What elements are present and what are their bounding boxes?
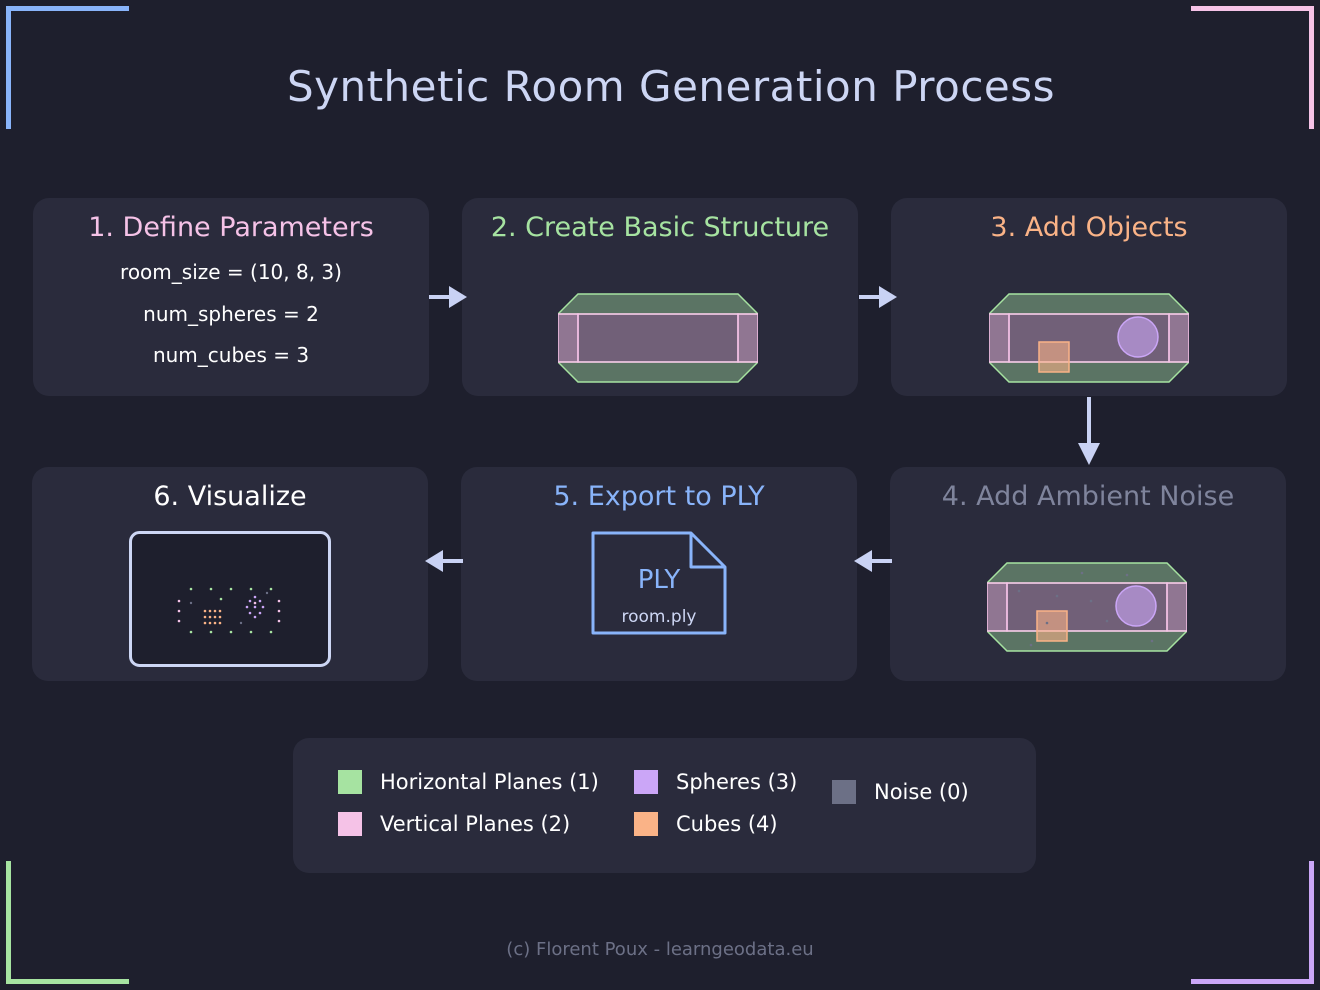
file-type-label: PLY: [637, 565, 681, 595]
legend-swatch: [832, 780, 856, 804]
corner-accent-top-right: [1191, 6, 1314, 129]
legend-swatch: [634, 770, 658, 794]
step-add-objects-title: 3. Add Objects: [990, 212, 1188, 243]
legend-item-noise: Noise (0): [832, 780, 969, 804]
step-create-structure-card: 2. Create Basic Structure: [462, 198, 858, 396]
step-visualize-title: 6. Visualize: [153, 481, 307, 512]
step-define-parameters-card: 1. Define Parameters room_size = (10, 8,…: [33, 198, 429, 396]
legend: Horizontal Planes (1) Vertical Planes (2…: [293, 738, 1036, 873]
legend-swatch: [338, 812, 362, 836]
step-create-structure-title: 2. Create Basic Structure: [490, 212, 830, 243]
legend-label: Vertical Planes (2): [380, 812, 571, 836]
legend-swatch: [634, 812, 658, 836]
credit-footer: (c) Florent Poux - learngeodata.eu: [506, 939, 814, 960]
corner-accent-bottom-right: [1191, 861, 1314, 984]
point-cloud-viewer-icon: [129, 531, 331, 667]
room-with-objects-icon: [989, 293, 1189, 383]
step-export-ply-card: 5. Export to PLY PLY room.ply: [461, 467, 857, 681]
file-name-label: room.ply: [621, 607, 697, 627]
step-add-noise-title: 4. Add Ambient Noise: [941, 481, 1235, 512]
arrow-down: [1078, 397, 1100, 465]
param-room-size: room_size = (10, 8, 3): [120, 260, 342, 284]
param-num-cubes: num_cubes = 3: [152, 343, 310, 367]
step-export-ply-title: 5. Export to PLY: [553, 481, 765, 512]
legend-label: Horizontal Planes (1): [380, 770, 599, 794]
room-box-icon: [558, 293, 758, 383]
legend-item-spheres: Spheres (3): [634, 770, 797, 794]
arrow-right-1: [429, 286, 467, 308]
step-add-objects-card: 3. Add Objects: [891, 198, 1287, 396]
param-num-spheres: num_spheres = 2: [143, 302, 319, 326]
legend-label: Spheres (3): [676, 770, 798, 794]
step-define-parameters-title: 1. Define Parameters: [88, 212, 374, 243]
legend-item-vertical-planes: Vertical Planes (2): [338, 812, 570, 836]
legend-label: Noise (0): [874, 780, 969, 804]
arrow-left-2: [425, 550, 463, 572]
corner-accent-bottom-left: [6, 861, 129, 984]
step-visualize-card: 6. Visualize: [32, 467, 428, 681]
corner-accent-top-left: [6, 6, 129, 129]
file-icon: [591, 531, 727, 635]
legend-item-cubes: Cubes (4): [634, 812, 778, 836]
legend-label: Cubes (4): [676, 812, 778, 836]
arrow-left-1: [854, 550, 892, 572]
step-add-noise-card: 4. Add Ambient Noise: [890, 467, 1286, 681]
legend-item-horizontal-planes: Horizontal Planes (1): [338, 770, 599, 794]
arrow-right-2: [859, 286, 897, 308]
diagram-title: Synthetic Room Generation Process: [286, 62, 1056, 111]
legend-swatch: [338, 770, 362, 794]
room-with-noise-icon: [987, 562, 1187, 652]
